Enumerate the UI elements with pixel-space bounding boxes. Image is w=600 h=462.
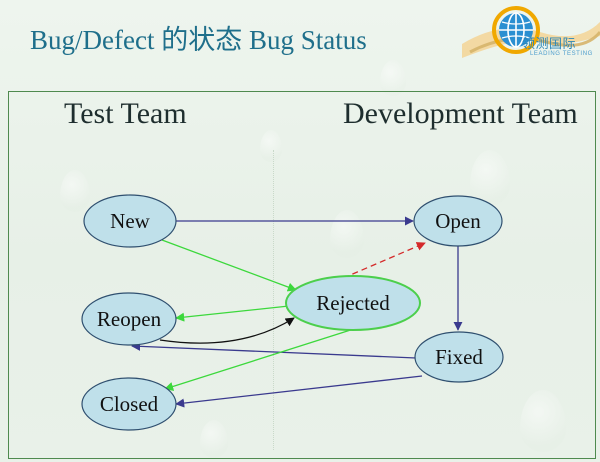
edge-new-rejected bbox=[161, 239, 297, 292]
state-open-label: Open bbox=[435, 209, 481, 233]
decor-drop bbox=[470, 150, 510, 206]
state-new-node bbox=[83, 194, 177, 248]
state-reopen-node bbox=[81, 292, 177, 346]
state-fixed-node bbox=[414, 331, 504, 383]
state-rejected-label: Rejected bbox=[316, 291, 390, 315]
decor-drop bbox=[60, 170, 90, 212]
edge-fixed-reopen bbox=[131, 341, 417, 359]
edge-reopen-rejected bbox=[159, 317, 295, 344]
development-team-heading: Development Team bbox=[343, 97, 578, 130]
state-closed-label: Closed bbox=[100, 392, 159, 416]
logo-text: 领测国际 bbox=[522, 37, 577, 52]
decor-drop bbox=[260, 130, 282, 162]
state-reopen-label: Reopen bbox=[97, 307, 162, 331]
decor-drop bbox=[200, 420, 228, 458]
slide-title: Bug/Defect 的状态 Bug Status bbox=[30, 25, 367, 55]
test-team-heading: Test Team bbox=[64, 97, 187, 130]
diagram-panel bbox=[8, 91, 596, 459]
decor-drop bbox=[380, 60, 406, 96]
decor-drop bbox=[330, 210, 364, 258]
edge-rejected-open bbox=[333, 242, 426, 283]
globe-logo-icon bbox=[462, 6, 600, 58]
decor-drop bbox=[520, 390, 566, 452]
edge-rejected-reopen bbox=[175, 305, 290, 322]
logo-subtext: LEADING TESTING bbox=[530, 51, 593, 57]
team-divider bbox=[273, 150, 274, 450]
state-open-node bbox=[413, 195, 503, 247]
state-fixed-label: Fixed bbox=[435, 345, 483, 369]
edge-fixed-closed bbox=[175, 375, 423, 408]
state-new-label: New bbox=[110, 209, 150, 233]
state-rejected-node bbox=[285, 275, 421, 331]
state-closed-node bbox=[81, 377, 177, 431]
edge-rejected-closed bbox=[164, 326, 361, 391]
